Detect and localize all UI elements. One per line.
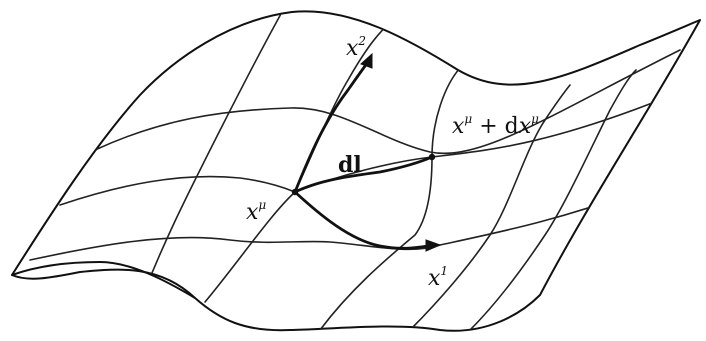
- dl-displacement-vector: [293, 155, 434, 194]
- grid-line-x1-3: [29, 189, 641, 261]
- grid-line-x2-1: [144, 11, 283, 291]
- grid-line-x1-1: [94, 49, 681, 155]
- grid-line-x2-3: [319, 67, 461, 331]
- surface-outline: [11, 10, 701, 332]
- label-x2: x2: [346, 34, 366, 61]
- x2-direction-vector: [293, 60, 370, 194]
- coordinate-grid: [29, 11, 681, 331]
- label-x-mu: xμ: [246, 198, 266, 225]
- label-x1: x1: [428, 264, 448, 291]
- x2-arrowhead: [360, 52, 373, 69]
- x1-arrowhead: [425, 239, 442, 252]
- grid-line-x2-5: [469, 69, 637, 331]
- x1-direction-vector: [293, 190, 430, 250]
- label-x-mu-plus-dx-mu: xμ + dxμ: [452, 112, 539, 139]
- label-dl: dl: [338, 152, 362, 178]
- point-x-mu-plus-dx: [428, 153, 436, 161]
- grid-line-x1-2: [59, 91, 681, 206]
- grid-line-x2-4: [409, 84, 571, 331]
- point-x-mu: [291, 188, 299, 196]
- surface-fold-edge: [11, 261, 196, 299]
